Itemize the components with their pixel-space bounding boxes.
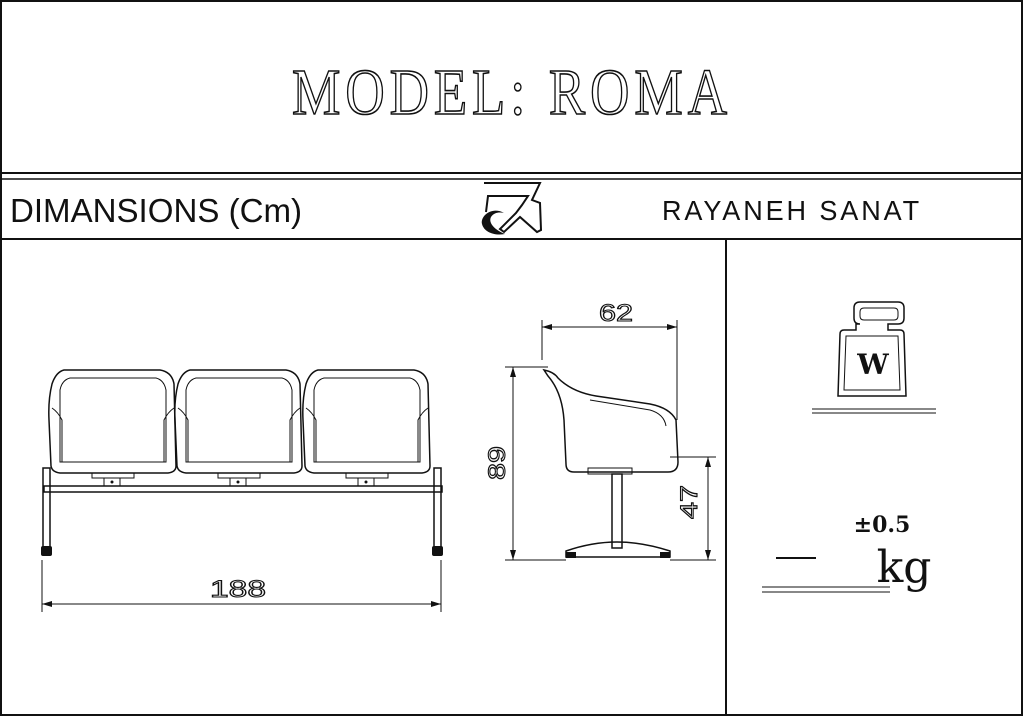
front-view-drawing (41, 369, 443, 556)
rayaneh-sanat-logo-icon (481, 182, 543, 235)
brand-name: RAYANEH SANAT (662, 195, 922, 226)
depth-dimension-value: 62 (599, 300, 633, 327)
page-title: MODEL: ROMA (292, 56, 732, 129)
depth-dimension (541, 320, 678, 420)
seat-height-dimension-value: 47 (676, 485, 703, 519)
width-dimension-value: 188 (210, 576, 266, 603)
front-seat-2 (174, 369, 303, 487)
weight-unit: kg (877, 542, 932, 593)
weight-icon (812, 301, 936, 414)
front-seat-3 (302, 369, 431, 487)
height-dimension (505, 366, 566, 561)
dimensions-label: DIMANSIONS (Cm) (10, 192, 302, 229)
seat-height-dimension (670, 456, 716, 561)
weight-tolerance: ±0.5 (854, 512, 911, 538)
weight-icon-label: W (856, 348, 889, 381)
weight-value-blank (762, 557, 890, 593)
height-dimension-value: 89 (484, 446, 511, 480)
side-view-drawing (542, 368, 679, 558)
front-seat-1 (48, 369, 177, 487)
width-dimension (41, 560, 442, 612)
